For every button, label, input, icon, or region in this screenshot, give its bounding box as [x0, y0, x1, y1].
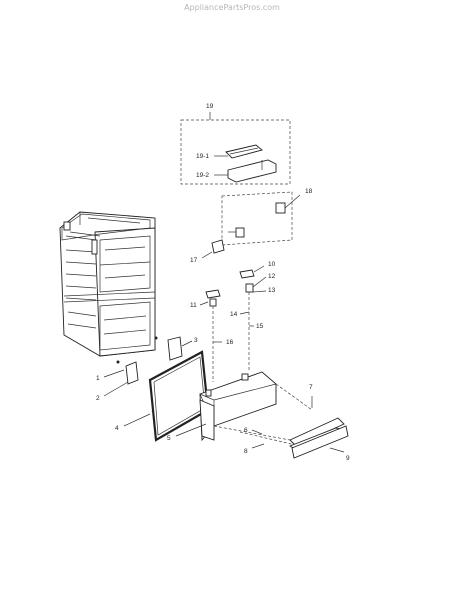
callout-1: 1 — [96, 375, 100, 382]
callout-7: 7 — [309, 384, 313, 391]
callout-11: 11 — [190, 302, 197, 309]
callout-14: 14 — [230, 311, 238, 318]
callout-9: 9 — [346, 455, 350, 462]
drawer-front-9 — [213, 383, 349, 459]
callout-19-2: 19-2 — [196, 172, 209, 179]
hinge-parts — [103, 336, 193, 397]
refrigerator-cabinet — [59, 211, 156, 357]
callout-18: 18 — [305, 188, 313, 195]
parts-10-13 — [199, 265, 267, 382]
callout-12: 12 — [268, 273, 276, 280]
callout-4: 4 — [115, 425, 119, 432]
callout-19: 19 — [206, 103, 214, 110]
group-19-box — [180, 112, 291, 185]
group-18-box — [221, 191, 301, 246]
callout-15: 15 — [256, 323, 264, 330]
callout-3: 3 — [194, 337, 198, 344]
callout-10: 10 — [268, 261, 276, 268]
callout-2: 2 — [96, 395, 100, 402]
callout-16: 16 — [226, 339, 234, 346]
callout-19-1: 19-1 — [196, 153, 209, 160]
callout-17: 17 — [190, 257, 198, 264]
callout-13: 13 — [268, 287, 276, 294]
door-panel-5 — [175, 371, 277, 442]
part-17 — [201, 239, 225, 259]
watermark: AppliancePartsPros.com — [184, 3, 280, 12]
callout-6: 6 — [244, 427, 248, 434]
callout-labels: 19 19-1 19-2 18 17 10 12 13 11 14 15 16 … — [96, 103, 350, 462]
callout-5: 5 — [167, 435, 171, 442]
callout-8: 8 — [244, 448, 248, 455]
